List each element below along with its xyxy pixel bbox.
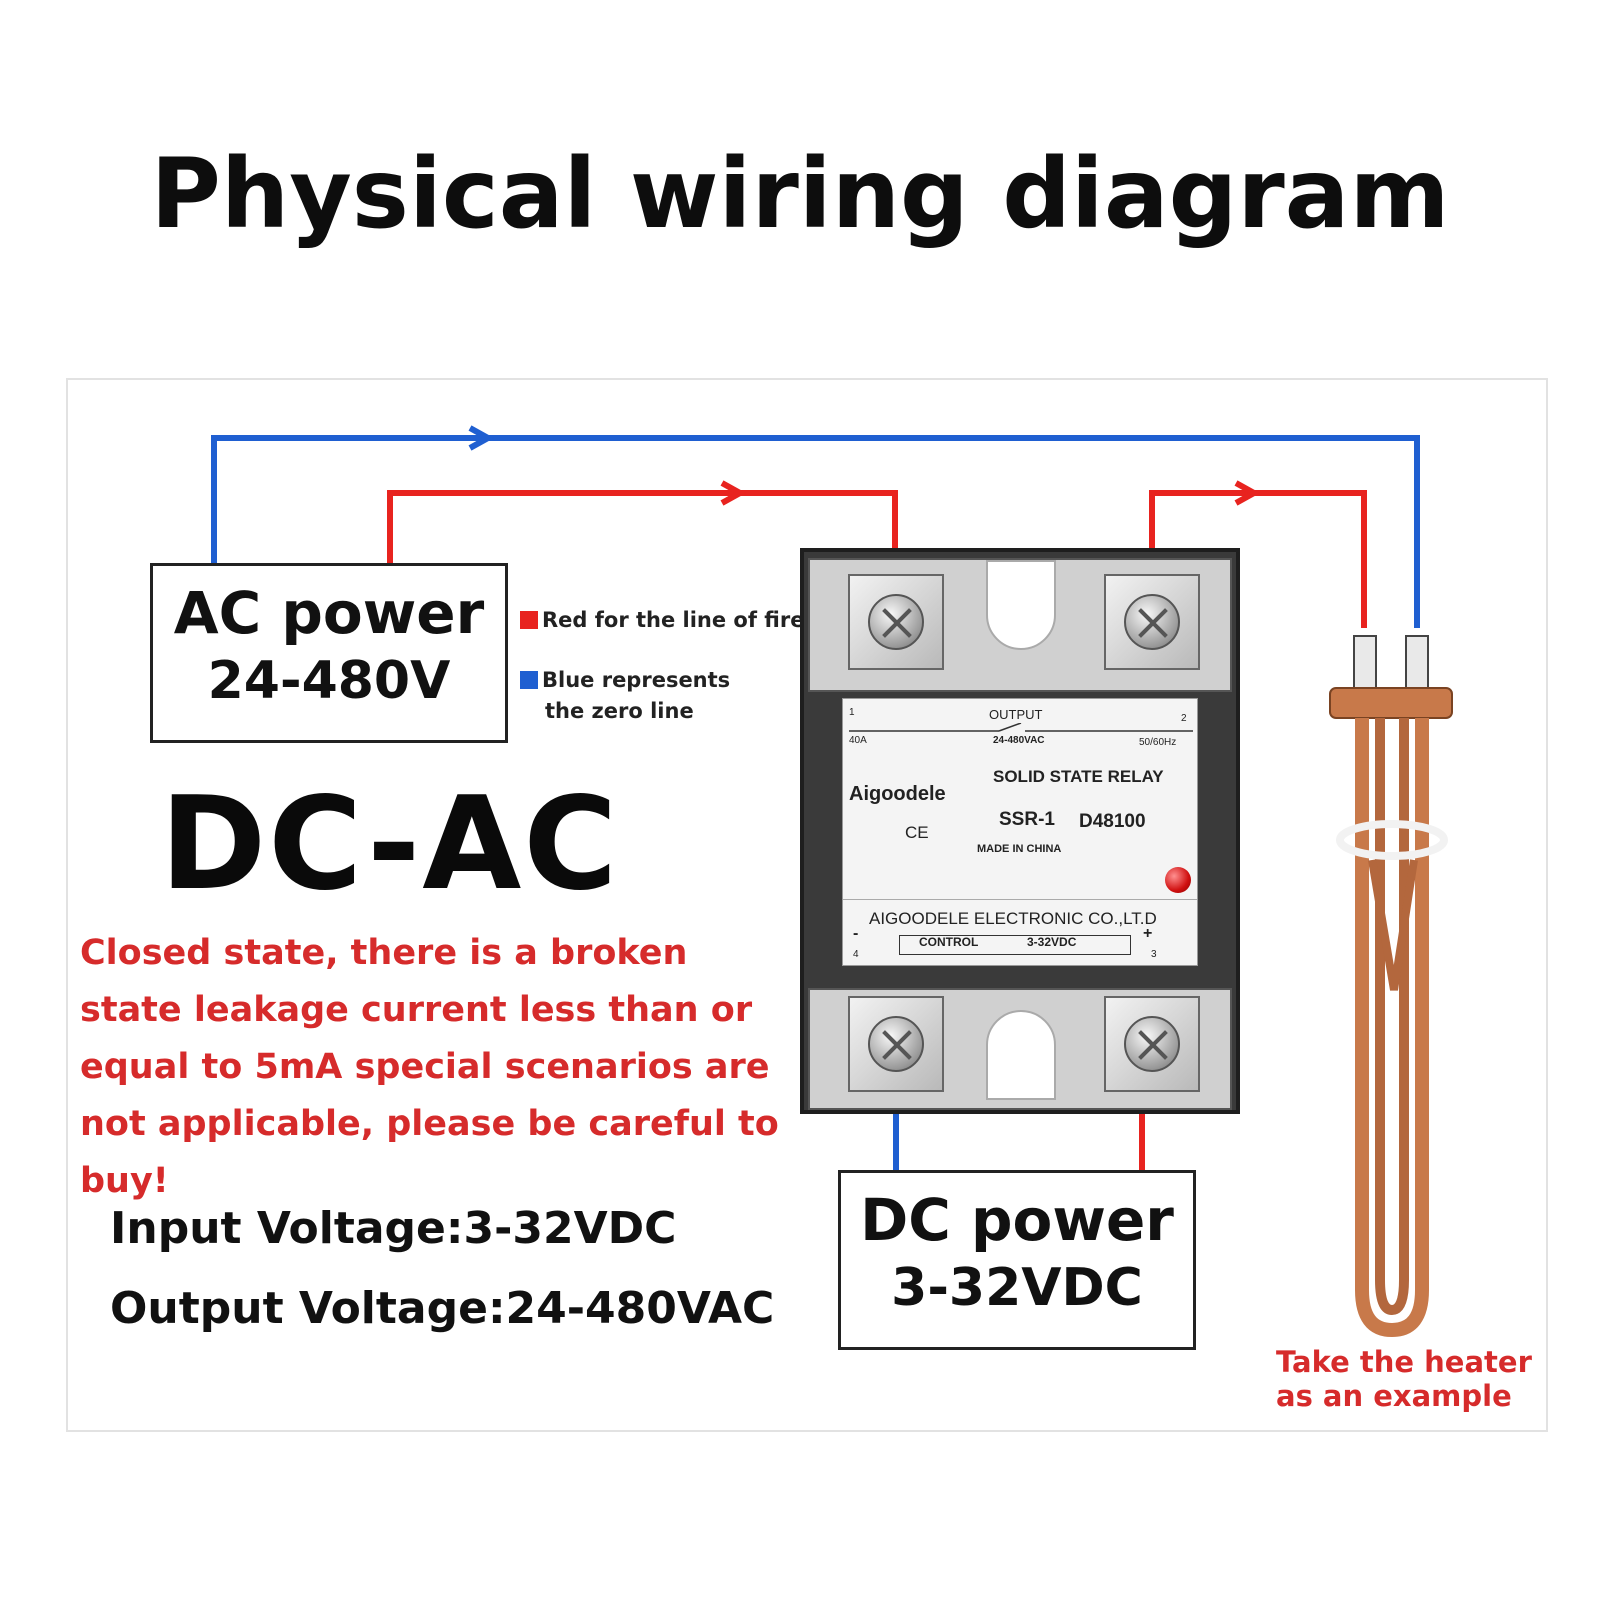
control-voltage-text: 3-32VDC <box>1027 935 1077 949</box>
plus-sign: + <box>1143 925 1153 942</box>
control-text: CONTROL <box>919 935 979 949</box>
neutral-arrow <box>468 425 495 451</box>
relay-brand: Aigoodele <box>849 783 946 805</box>
red-swatch-icon <box>520 611 538 629</box>
live-arrow-1 <box>720 480 747 506</box>
ac-power-label: AC power <box>173 579 485 647</box>
heater-element <box>1329 635 1453 1338</box>
relay-label-plate: 1 2 OUTPUT 40A 24-480VAC 50/60Hz SOLID S… <box>842 698 1198 966</box>
made-in-text: MADE IN CHINA <box>977 843 1062 855</box>
ac-power-box: AC power 24-480V <box>150 563 508 743</box>
terminal-3-number: 3 <box>1151 949 1157 960</box>
minus-sign: - <box>853 925 859 942</box>
page-title: Physical wiring diagram <box>150 138 1450 250</box>
company-name: AIGOODELE ELECTRONIC CO.,LT.D <box>869 909 1157 928</box>
solid-state-relay: 1 2 OUTPUT 40A 24-480VAC 50/60Hz SOLID S… <box>800 548 1240 1114</box>
neutral-wire-top <box>211 435 1420 628</box>
terminal-4-number: 4 <box>853 949 859 960</box>
blue-swatch-icon <box>520 671 538 689</box>
output-switch-symbol <box>849 723 1193 732</box>
diagram-frame <box>66 378 1548 1432</box>
dc-power-box: DC power 3-32VDC <box>838 1170 1196 1350</box>
live-arrow-2 <box>1234 480 1261 506</box>
output-terminal-1 <box>848 574 944 670</box>
dc-power-voltage: 3-32VDC <box>891 1258 1143 1318</box>
mode-heading: DC-AC <box>160 770 620 919</box>
current-rating: 40A <box>849 735 867 746</box>
output-voltage-rating: 24-480VAC <box>993 735 1045 746</box>
heater-note-line-2: as an example <box>1276 1379 1512 1413</box>
warning-text: Closed state, there is a broken state le… <box>80 933 779 1201</box>
legend-blue-text-2: the zero line <box>545 699 694 723</box>
relay-model: SSR-1 <box>999 809 1055 830</box>
dc-power-label: DC power <box>860 1186 1174 1254</box>
ce-mark: CE <box>905 823 929 842</box>
status-led-icon <box>1165 867 1191 893</box>
mounting-notch-bottom <box>986 1010 1056 1100</box>
heater-note-line-1: Take the heater <box>1276 1345 1532 1379</box>
input-voltage-spec: Input Voltage:3-32VDC <box>110 1203 677 1254</box>
terminal-1-number: 1 <box>849 707 855 718</box>
relay-model-code: D48100 <box>1079 811 1146 832</box>
screw-icon <box>1124 1016 1180 1072</box>
control-terminal-3 <box>1104 996 1200 1092</box>
relay-type: SOLID STATE RELAY <box>993 767 1164 786</box>
mounting-notch-top <box>986 560 1056 650</box>
screw-icon <box>868 1016 924 1072</box>
output-terminal-2 <box>1104 574 1200 670</box>
legend-blue: Blue represents the zero line <box>520 665 730 727</box>
control-terminal-4 <box>848 996 944 1092</box>
screw-icon <box>868 594 924 650</box>
output-voltage-spec: Output Voltage:24-480VAC <box>110 1283 775 1334</box>
screw-icon <box>1124 594 1180 650</box>
legend-red-text: Red for the line of fire <box>542 608 805 632</box>
control-box <box>899 935 1131 955</box>
heater-note: Take the heater as an example <box>1276 1345 1532 1413</box>
output-text: OUTPUT <box>989 707 1043 722</box>
legend-red: Red for the line of fire <box>520 608 804 632</box>
ac-power-voltage: 24-480V <box>207 651 451 711</box>
legend-blue-text-1: Blue represents <box>542 668 731 692</box>
terminal-2-number: 2 <box>1181 713 1187 724</box>
frequency-rating: 50/60Hz <box>1139 737 1177 748</box>
